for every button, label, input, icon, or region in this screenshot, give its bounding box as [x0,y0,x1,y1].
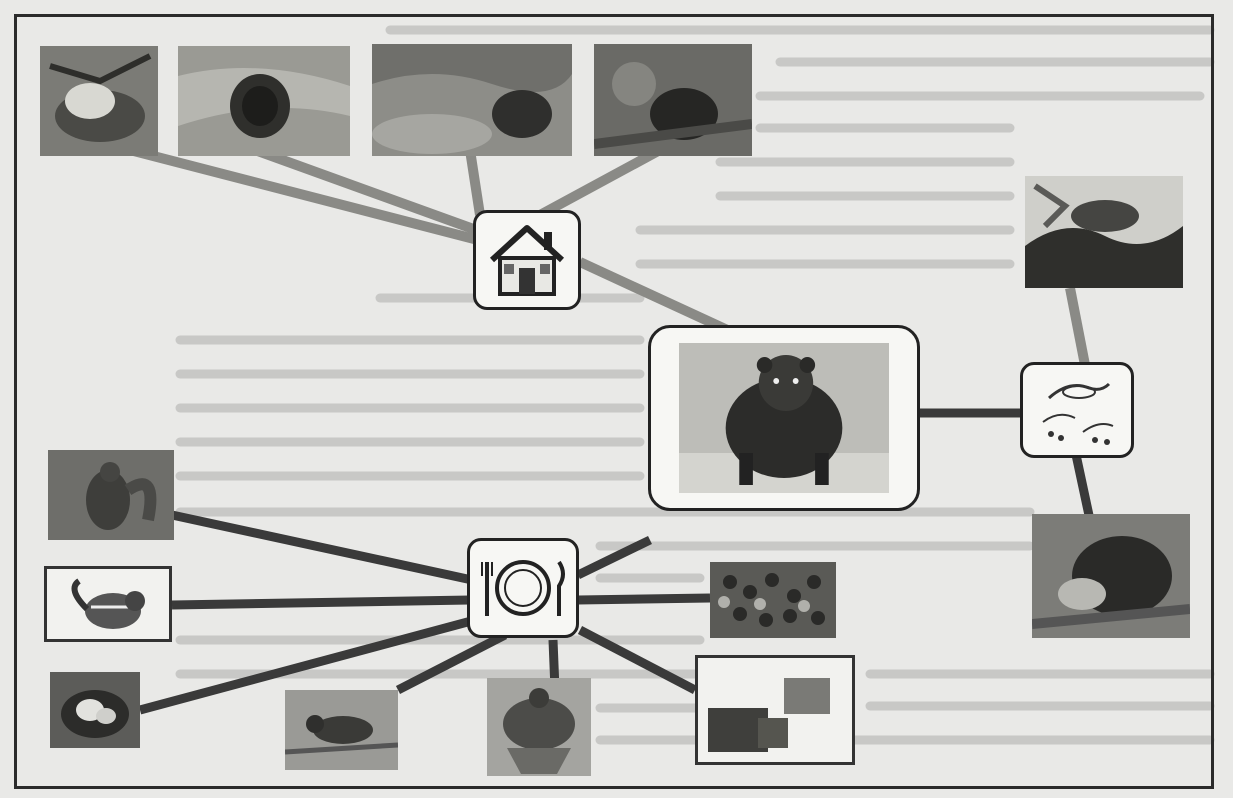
grouse-photo [487,678,591,776]
berries-photo [710,562,836,638]
home-hub [473,210,581,310]
rock-den-photo [372,44,572,156]
marten-in-snow-photo [1025,176,1183,288]
house-icon [489,225,565,296]
marten-photo [679,343,889,493]
food-hub [467,538,579,638]
marten-tracks-drawing [1042,382,1114,445]
marten-center-card [648,325,920,511]
tracks-hub [1020,362,1134,458]
bird-egg-nest-photo [50,672,140,748]
food-collage-photo [695,655,855,765]
bird-nest-photo [40,46,158,156]
diagram-frame [14,14,1214,789]
small-bird-photo [285,690,398,770]
marten-with-prey-photo [1032,514,1190,638]
ground-burrow-photo [594,44,752,156]
squirrel-photo [48,450,174,540]
tree-hollow-photo [178,46,350,156]
chipmunk-drawing [44,566,172,642]
plate-fork-knife-icon [481,560,565,616]
